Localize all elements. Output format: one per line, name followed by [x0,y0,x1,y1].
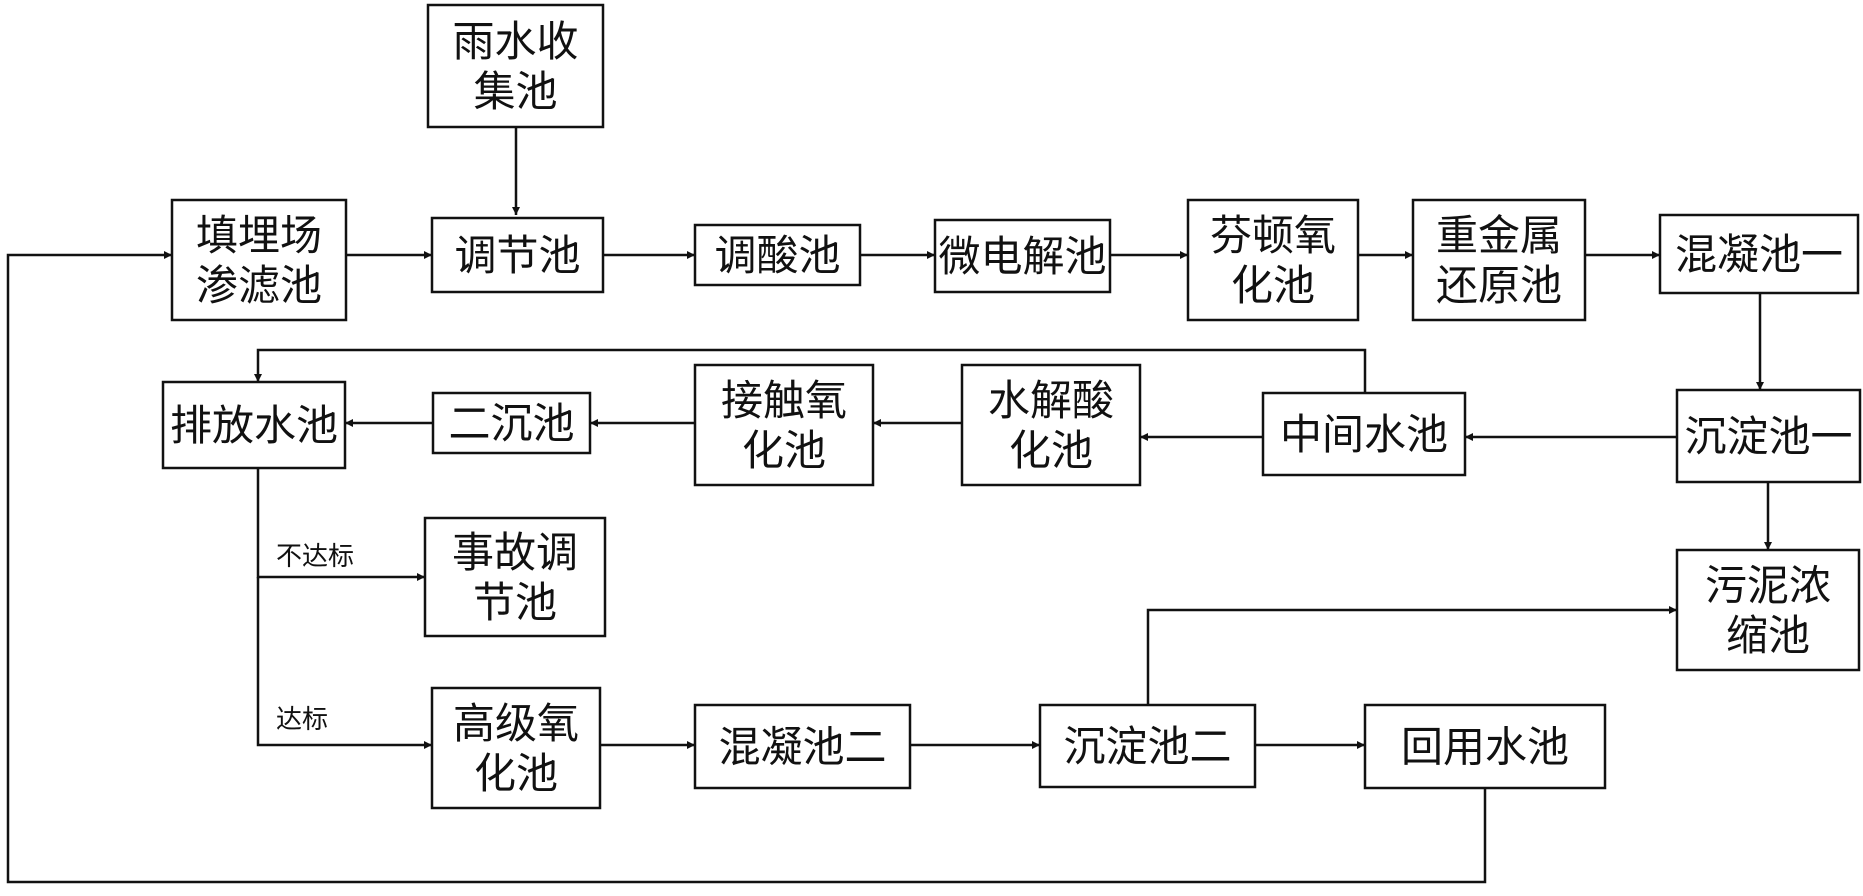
node-heavy-metal-reduction-pool-label-line-1: 重金属 [1436,211,1562,260]
node-sedimentation-pool-1: 沉淀池一 [1675,388,1862,484]
edge-reuse-to-landfill [6,251,1487,884]
edge-sed2-to-sludge [1146,606,1677,705]
node-contact-oxidation-pool-label-line-2: 化池 [742,426,826,475]
node-intermediate-pool-box [1261,391,1467,477]
node-coagulation-pool-2: 混凝池二 [693,703,912,790]
node-micro-electrolysis-pool-box [933,218,1112,294]
node-fenton-oxidation-pool-label-line-2: 化池 [1231,261,1315,310]
node-sludge-thickening-pool-label-line-1: 污泥浓 [1705,561,1831,610]
node-rain-collection-pool-label-line-2: 集池 [473,67,557,116]
node-secondary-clarifier-label-line-1: 二沉池 [448,399,574,448]
node-hydrolysis-acidification-pool-label-line-1: 水解酸 [988,376,1114,425]
node-coagulation-pool-1-box [1658,213,1860,295]
label-substandard: 不达标 [276,542,354,572]
node-sludge-thickening-pool-box [1675,548,1861,672]
edge-discharge-to-advanced [256,577,432,749]
node-intermediate-pool: 中间水池 [1261,391,1467,477]
node-coagulation-pool-2-box [693,703,912,790]
node-discharge-pool-label-line-1: 排放水池 [170,401,338,450]
node-advanced-oxidation-pool-label-line-2: 化池 [474,749,558,798]
node-sludge-thickening-pool-label-line-2: 缩池 [1726,611,1810,660]
node-coagulation-pool-1: 混凝池一 [1658,213,1860,295]
node-emergency-regulating-pool-label-line-1: 事故调 [452,528,578,577]
node-landfill-leachate-pool-label-line-1: 填埋场 [196,211,322,260]
node-secondary-clarifier: 二沉池 [431,391,592,455]
node-coagulation-pool-2-label-line-1: 混凝池二 [718,723,886,772]
node-advanced-oxidation-pool-label-line-1: 高级氧 [453,699,579,748]
node-hydrolysis-acidification-pool-box [960,363,1142,487]
node-contact-oxidation-pool-box [693,363,875,487]
node-hydrolysis-acidification-pool-label-line-2: 化池 [1009,426,1093,475]
node-contact-oxidation-pool-label-line-1: 接触氧 [721,376,847,425]
node-rain-collection-pool-label-line-1: 雨水收 [452,17,578,66]
flow-arrows [6,128,1772,884]
node-secondary-clarifier-box [431,391,592,455]
node-regulating-pool-box [430,216,605,294]
node-sedimentation-pool-2: 沉淀池二 [1038,703,1257,789]
node-micro-electrolysis-pool-label-line-1: 微电解池 [938,232,1106,281]
node-landfill-leachate-pool-label-line-2: 渗滤池 [196,261,322,310]
node-sedimentation-pool-1-box [1675,388,1862,484]
node-sedimentation-pool-2-box [1038,703,1257,789]
node-advanced-oxidation-pool-box [430,686,602,810]
node-acid-adjust-pool-box [693,223,862,287]
edge-intermediate-bypass-to-discharge [254,348,1367,393]
node-emergency-regulating-pool-box [423,516,607,638]
node-micro-electrolysis-pool: 微电解池 [933,218,1112,294]
node-reuse-water-pool: 回用水池 [1363,703,1607,790]
node-regulating-pool-label-line-1: 调节池 [454,231,580,280]
node-acid-adjust-pool-label-line-1: 调酸池 [714,231,840,280]
node-fenton-oxidation-pool-box [1186,198,1360,322]
label-standard: 达标 [276,705,328,735]
node-emergency-regulating-pool-label-line-2: 节池 [473,578,557,627]
node-acid-adjust-pool: 调酸池 [693,223,862,287]
node-reuse-water-pool-box [1363,703,1607,790]
node-regulating-pool: 调节池 [430,216,605,294]
node-intermediate-pool-label-line-1: 中间水池 [1280,410,1448,459]
node-discharge-pool-box [161,380,347,470]
node-heavy-metal-reduction-pool-box [1411,198,1587,322]
node-rain-collection-pool-box [426,3,605,129]
node-heavy-metal-reduction-pool-label-line-2: 还原池 [1436,261,1562,310]
node-sedimentation-pool-2-label-line-1: 沉淀池二 [1063,722,1231,771]
node-fenton-oxidation-pool-label-line-1: 芬顿氧 [1210,211,1336,260]
node-discharge-pool: 排放水池 [161,380,347,470]
node-coagulation-pool-1-label-line-1: 混凝池一 [1675,230,1843,279]
node-sedimentation-pool-1-label-line-1: 沉淀池一 [1684,412,1852,461]
node-reuse-water-pool-label-line-1: 回用水池 [1401,723,1569,772]
node-landfill-leachate-pool-box [170,198,348,322]
